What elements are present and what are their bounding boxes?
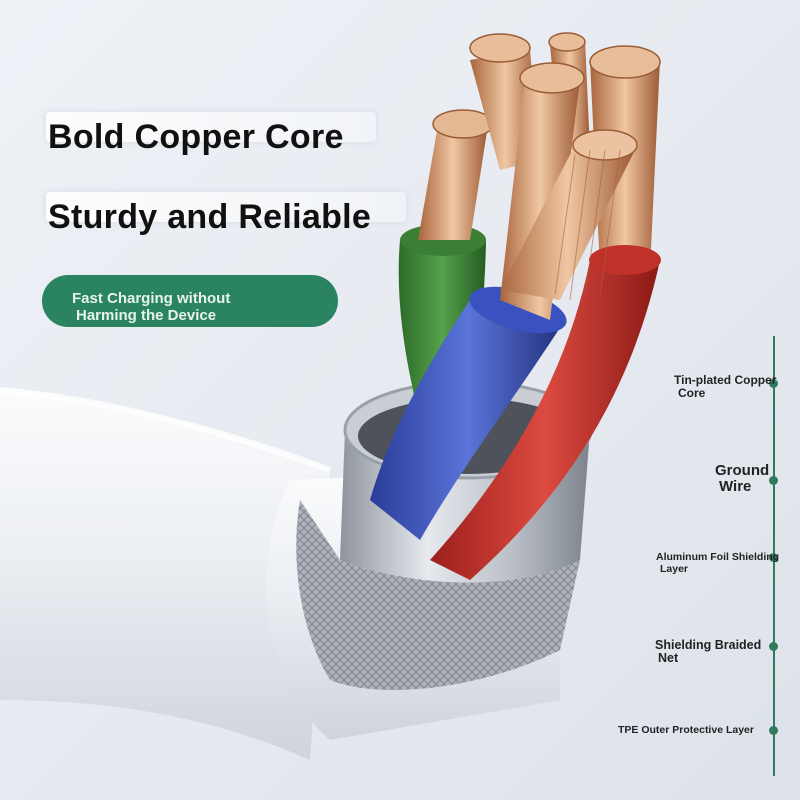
headline-sturdy-reliable: Sturdy and Reliable: [48, 198, 372, 236]
spec-aluminum-foil-shielding-layer: Aluminum Foil Shielding Layer: [656, 551, 780, 575]
spec-tpe-outer-protective-layer: TPE Outer Protective Layer: [618, 724, 754, 736]
fast-charging-badge: Fast Charging without Harming the Device: [42, 275, 338, 327]
headline-backdrop: [46, 192, 406, 222]
spec-tin-plated-copper-core: Tin-plated Copper Core: [674, 373, 777, 400]
headline-backdrop: [46, 112, 376, 142]
badge-line-2: Harming the Device: [76, 307, 217, 324]
spec-dot: [769, 642, 778, 651]
badge-line-1: Fast Charging without: [72, 290, 231, 307]
braided-shield: [296, 500, 580, 690]
spec-shielding-braided-net: Shielding Braided Net: [655, 638, 762, 665]
spec-dot: [769, 553, 778, 562]
red-wire: [430, 245, 661, 580]
spec-dot: [769, 726, 778, 735]
spec-dot: [769, 379, 778, 388]
spec-ground-wire: Ground Wire: [715, 462, 770, 495]
spec-dot: [769, 476, 778, 485]
headline-bold-copper-core: Bold Copper Core: [48, 118, 344, 156]
tin-plated-copper-core: [500, 129, 638, 301]
